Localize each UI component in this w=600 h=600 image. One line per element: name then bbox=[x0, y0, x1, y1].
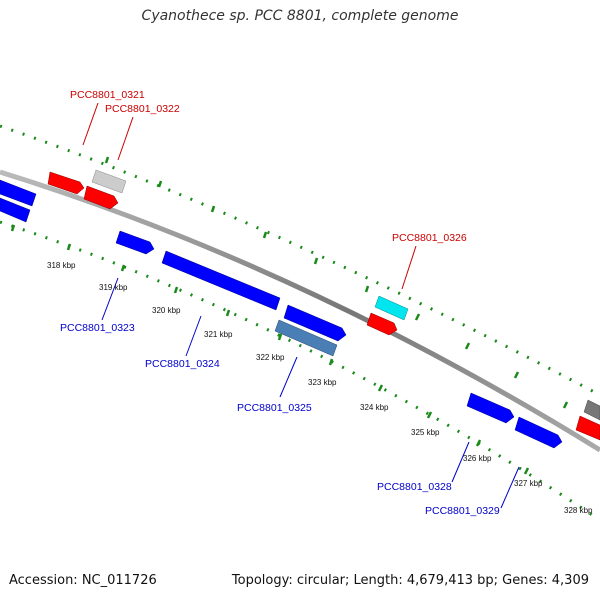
outer-tick-ring bbox=[0, 124, 600, 397]
gene-reverse-edge[interactable] bbox=[575, 415, 600, 441]
gene-pcc8801-0322[interactable] bbox=[83, 185, 119, 210]
scale-label: 327 kbp bbox=[514, 479, 543, 488]
map-title: Cyanothece sp. PCC 8801, complete genome bbox=[141, 8, 459, 24]
gene-pcc8801-0326-rna[interactable] bbox=[374, 295, 409, 321]
gene-forward-edge-2[interactable] bbox=[0, 197, 31, 223]
outer-major-ticks bbox=[104, 156, 569, 409]
forward-genes bbox=[0, 179, 563, 449]
gene-label[interactable]: PCC8801_0322 bbox=[105, 103, 180, 115]
scale-label: 319 kbp bbox=[99, 283, 128, 292]
gene-pcc8801-0322-pseudo[interactable] bbox=[91, 169, 127, 194]
genome-summary-text: Topology: circular; Length: 4,679,413 bp… bbox=[231, 573, 589, 588]
gene-pcc8801-0328[interactable] bbox=[466, 392, 515, 424]
scale-label: 324 kbp bbox=[360, 403, 389, 412]
gene-label[interactable]: PCC8801_0323 bbox=[60, 322, 135, 334]
scale-label: 323 kbp bbox=[308, 378, 337, 387]
reverse-genes bbox=[47, 169, 600, 441]
gene-pcc8801-0325[interactable] bbox=[274, 319, 338, 357]
scale-label: 325 kbp bbox=[411, 428, 440, 437]
gene-labels: PCC8801_0321 PCC8801_0322 PCC8801_0326 P… bbox=[60, 89, 500, 517]
gene-label[interactable]: PCC8801_0321 bbox=[70, 89, 145, 101]
gene-label[interactable]: PCC8801_0324 bbox=[145, 358, 220, 370]
gene-forward-edge-1[interactable] bbox=[0, 179, 37, 207]
scale-label: 326 kbp bbox=[463, 454, 492, 463]
accession-text: Accession: NC_011726 bbox=[9, 573, 157, 588]
gene-pcc8801-0323[interactable] bbox=[115, 230, 155, 255]
scale-label: 318 kbp bbox=[47, 261, 76, 270]
scale-label: 322 kbp bbox=[256, 353, 285, 362]
gene-label[interactable]: PCC8801_0329 bbox=[425, 505, 500, 517]
gene-label[interactable]: PCC8801_0325 bbox=[237, 402, 312, 414]
gene-pcc8801-0324[interactable] bbox=[161, 250, 281, 311]
gene-pcc8801-0329[interactable] bbox=[514, 416, 563, 449]
inner-major-ticks bbox=[10, 224, 530, 475]
scale-label: 328 kbp bbox=[564, 506, 593, 515]
inner-tick-ring bbox=[0, 220, 600, 522]
gene-label[interactable]: PCC8801_0328 bbox=[377, 481, 452, 493]
gene-pcc8801-0321[interactable] bbox=[47, 171, 85, 195]
scale-label: 321 kbp bbox=[204, 330, 233, 339]
scale-label: 320 kbp bbox=[152, 306, 181, 315]
genome-backbone bbox=[0, 169, 600, 453]
gene-label[interactable]: PCC8801_0326 bbox=[392, 232, 467, 244]
label-leaders bbox=[82, 102, 520, 509]
scale-labels: 318 kbp 319 kbp 320 kbp 321 kbp 322 kbp … bbox=[47, 261, 593, 515]
gene-pcc8801-0326[interactable] bbox=[366, 312, 398, 336]
gene-other-edge[interactable] bbox=[583, 399, 600, 421]
gene-pcc8801-0325a[interactable] bbox=[283, 304, 347, 342]
